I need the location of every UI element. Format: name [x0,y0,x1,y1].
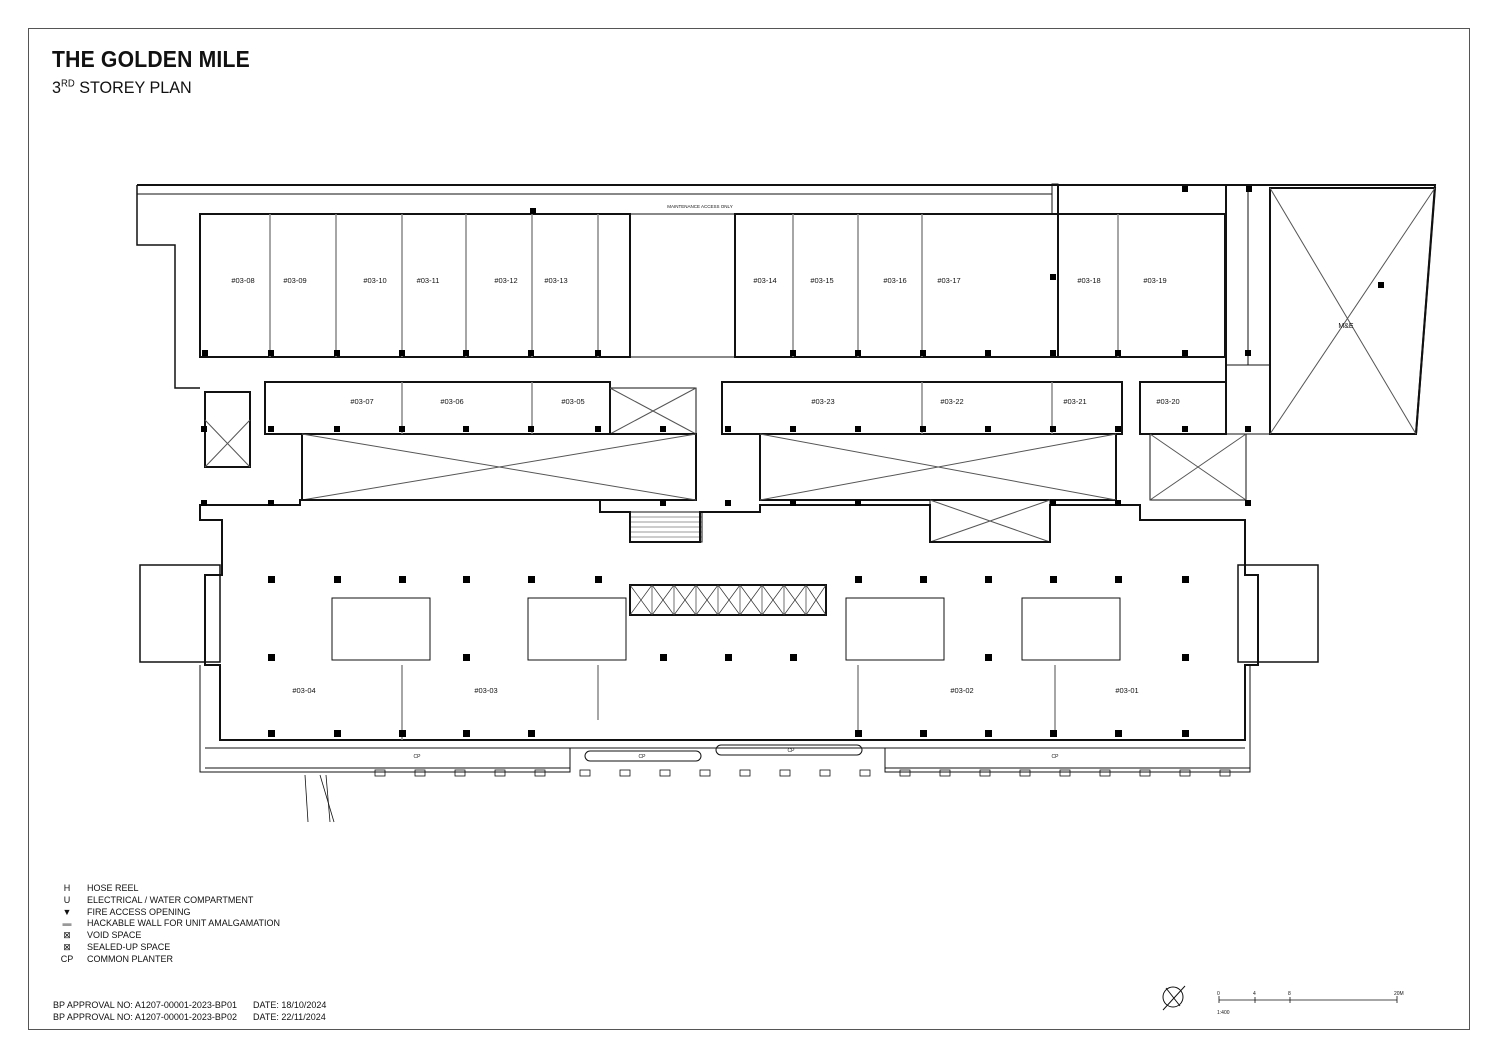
fire-access-icon: ▼ [62,906,72,917]
unit-03-03: #03-03 [474,686,497,695]
parking-strip [374,769,1231,777]
scale-bar [1218,996,1398,1003]
toilet-block-1 [331,597,431,661]
unit-03-14: #03-14 [753,276,776,285]
void-strip [629,584,827,616]
north-arrow-icon [1162,985,1186,1011]
unit-03-08: #03-08 [231,276,254,285]
main-hall-outline [199,499,1259,741]
unit-03-06: #03-06 [440,397,463,406]
planter-centre-west [584,750,702,762]
void-space-icon: ⊠ [63,930,71,941]
unit-03-01: #03-01 [1115,686,1138,695]
planter-label-1: CP [414,754,422,760]
unit-03-20: #03-20 [1156,397,1179,406]
legend-item: ▬HACKABLE WALL FOR UNIT AMALGAMATION [55,918,281,930]
legend-item: ▼FIRE ACCESS OPENING [55,907,280,919]
planter-label-3: CP [788,748,796,754]
row2-west [264,381,611,435]
maintenance-access-label: MAINTENANCE ACCESS ONLY [667,204,732,209]
unit-03-16: #03-16 [883,276,906,285]
scale-ratio: 1:400 [1217,1010,1230,1016]
scale-tick-0: 0 [1217,991,1220,997]
compartment-symbol: U [63,894,71,905]
outer-boundary-top [137,184,1437,435]
unit-03-23: #03-23 [811,397,834,406]
scale-tick-20m: 20M [1394,991,1404,997]
unit-03-21: #03-21 [1063,397,1086,406]
sealed-space-icon: ⊠ [63,941,71,952]
east-lift-core [1237,564,1319,663]
unit-03-04: #03-04 [292,686,315,695]
unit-03-05: #03-05 [561,397,584,406]
mne-label: M&E [1338,323,1354,330]
toilet-block-4 [1021,597,1121,661]
planter-label-2: CP [639,754,647,760]
toilet-block-3 [845,597,945,661]
planter-label-4: CP [1052,754,1060,760]
unit-03-11: #03-11 [417,276,440,285]
unit-03-13: #03-13 [544,276,567,285]
toilet-block-2 [527,597,627,661]
unit-03-12: #03-12 [494,276,517,285]
planter-centre-east [715,744,863,756]
scale-tick-4: 4 [1253,991,1256,997]
unit-03-19: #03-19 [1143,276,1166,285]
legend-item: ⊠VOID SPACE [55,930,280,942]
north-units-block-east [734,213,1226,358]
unit-03-18: #03-18 [1077,276,1100,285]
unit-03-07: #03-07 [350,397,373,406]
drawing-sheet-border [28,28,1470,1030]
common-planter-symbol: CP [60,953,74,964]
outer-boundary-left [136,185,200,389]
north-units-block [199,213,631,358]
hose-reel-symbol: H [63,883,71,893]
unit-03-22: #03-22 [940,397,963,406]
unit-03-02: #03-02 [950,686,973,695]
unit-03-17: #03-17 [937,276,960,285]
west-lift-core [139,564,221,663]
scale-tick-8: 8 [1288,991,1291,997]
service-core-north [629,213,736,358]
legend-item: ⊠SEALED-UP SPACE [55,942,280,954]
unit-03-09: #03-09 [283,276,306,285]
unit-03-10: #03-10 [363,276,386,285]
hackable-wall-icon: ▬ [62,918,72,929]
drawing-title: THE GOLDEN MILE [52,46,250,72]
unit-03-15: #03-15 [810,276,833,285]
drawing-subtitle: 3RD STOREY PLAN [52,78,192,97]
structural-columns [201,186,1384,737]
